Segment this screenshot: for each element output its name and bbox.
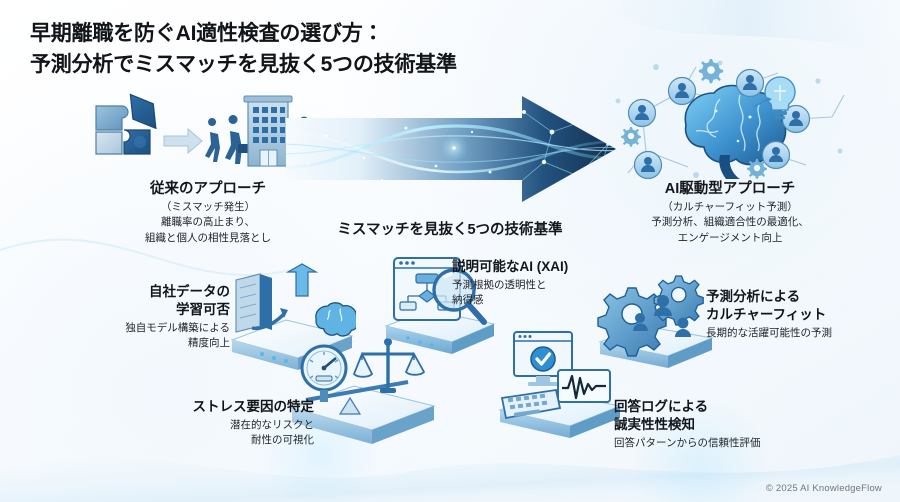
magnifier-icon (432, 268, 487, 325)
criterion-stress-factor: ストレス要因の特定 潜在的なリスクと 耐性の可視化 (128, 398, 315, 447)
copyright-footer: © 2025 AI KnowledgeFlow (765, 483, 882, 494)
brain-icon (315, 302, 356, 337)
ai-approach-description: 予測分析、組織適合性の最適化、 エンゲージメント向上 (651, 215, 809, 244)
criterion-own-data-learning: 自社データの 学習可否 独自モデル構築による 精度向上 (62, 283, 230, 351)
monitor-keyboard-waveform-icon (498, 331, 622, 438)
criterion-explainable-ai: 説明可能なAI (XAI) 予測根拠の透明性と 納得感 (452, 258, 658, 307)
criterion-subtitle: 長期的な活躍可能性の予測 (706, 327, 832, 340)
person-node-icon (627, 68, 811, 180)
ai-approach-block: AI駆動型アプローチ （カルチャーフィット予測） 予測分析、組織適合性の最適化、… (602, 180, 858, 246)
gear-icon (621, 59, 767, 179)
criterion-predictive-culture-fit: 予測分析による カルチャーフィット 長期的な活躍可能性の予測 (706, 288, 886, 341)
office-building-icon (243, 95, 293, 167)
page-title: 早期離職を防ぐAI適性検査の選び方： 予測分析でミスマッチを見抜く5つの技術基準 (30, 22, 457, 77)
criterion-title: 予測分析による カルチャーフィット (706, 289, 827, 323)
waveform-icon (557, 369, 611, 403)
legacy-approach-description: 離職率の高止まり、 組織と個人の相性見落とし (145, 215, 271, 244)
brain-icon (684, 84, 787, 179)
legacy-approach-heading: 従来のアプローチ (150, 181, 266, 197)
legacy-approach-illustration (95, 93, 317, 167)
criterion-answer-log-honesty: 回答ログによる 誠実性性検知 回答パターンからの信頼性評価 (614, 398, 844, 451)
gears-people-icon (597, 275, 714, 368)
criterion-subtitle: 潜在的なリスクと 耐性の可視化 (230, 419, 314, 446)
criterion-title: 説明可能なAI (XAI) (452, 259, 569, 274)
criterion-title: 回答ログによる 誠実性性検知 (614, 399, 709, 433)
puzzle-pieces-icon (95, 93, 157, 155)
center-caption: ミスマッチを見抜く5つの技術基準 (337, 222, 563, 238)
legacy-approach-subheading: （ミスマッチ発生） (160, 200, 256, 213)
transformation-arrow (286, 96, 616, 202)
criterion-title: 自社データの 学習可否 (149, 284, 230, 318)
gauge-icon (300, 344, 348, 402)
lightbulb-icon (753, 76, 796, 120)
ai-approach-illustration (615, 59, 845, 180)
ai-approach-heading: AI駆動型アプローチ (664, 181, 796, 197)
up-arrow-icon (285, 263, 319, 297)
keyboard-icon (500, 388, 562, 420)
legacy-approach-block: 従来のアプローチ （ミスマッチ発生） 離職率の高止まり、 組織と個人の相性見落と… (92, 180, 324, 246)
person-node-icon (633, 295, 691, 337)
balance-scale-icon (352, 338, 426, 393)
monitor-icon (513, 331, 573, 386)
flowchart-magnifier-icon (384, 257, 496, 354)
small-arrow-icon (163, 127, 203, 155)
criterion-subtitle: 回答パターンからの信頼性評価 (614, 437, 761, 450)
criterion-subtitle: 予測根拠の透明性と 納得感 (452, 279, 547, 306)
gauge-balance-scale-icon (290, 338, 436, 444)
server-rack-icon (235, 273, 272, 333)
criterion-title: ストレス要因の特定 (192, 399, 315, 414)
ai-approach-subheading: （カルチャーフィット予測） (662, 200, 798, 213)
criterion-subtitle: 独自モデル構築による 精度向上 (125, 322, 230, 349)
